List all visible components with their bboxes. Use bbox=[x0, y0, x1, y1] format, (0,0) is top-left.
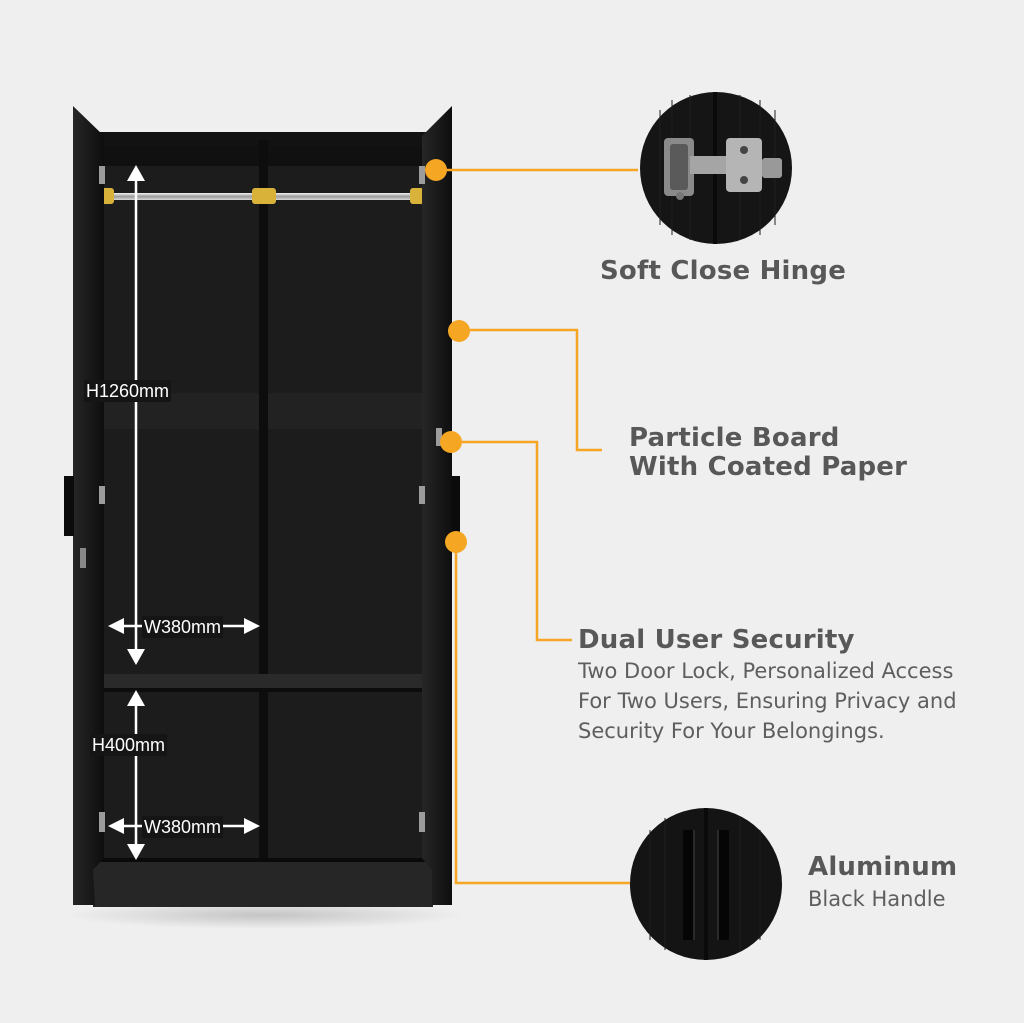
plinth bbox=[93, 860, 433, 907]
feature-security-description-line: For Two Users, Ensuring Privacy and bbox=[578, 689, 957, 713]
rod-bracket bbox=[410, 188, 424, 204]
feature-security-description: Two Door Lock, Personalized Access For T… bbox=[578, 656, 957, 746]
rod-bracket bbox=[252, 188, 276, 204]
right-door bbox=[422, 106, 452, 905]
feature-board-title-line: Particle Board bbox=[629, 423, 840, 453]
hanging-rod-right bbox=[270, 193, 416, 200]
lower-height-label: H400mm bbox=[90, 734, 168, 756]
right-door-lock-body bbox=[452, 476, 460, 536]
upper-width-label: W380mm bbox=[142, 616, 224, 638]
upper-height-label: H1260mm bbox=[84, 380, 172, 402]
callout-dots bbox=[425, 159, 470, 553]
center-divider bbox=[259, 140, 268, 860]
feature-handle-title: Aluminum bbox=[808, 852, 958, 882]
feature-security-title: Dual User Security bbox=[578, 625, 855, 655]
left-door-lock-key bbox=[80, 548, 86, 568]
hanging-rod-left bbox=[108, 193, 258, 200]
floor-shadow bbox=[65, 901, 465, 929]
feature-board-title-line: With Coated Paper bbox=[629, 452, 908, 482]
hinges bbox=[99, 166, 442, 832]
feature-board-title: Particle Board With Coated Paper bbox=[629, 424, 907, 482]
callout-lines bbox=[436, 168, 638, 885]
handle-closeup-icon bbox=[630, 808, 782, 960]
hinge-closeup-icon bbox=[640, 92, 792, 244]
shelf bbox=[104, 674, 422, 688]
lower-width-label: W380mm bbox=[142, 816, 224, 838]
feature-security-description-line: Two Door Lock, Personalized Access bbox=[578, 659, 954, 683]
left-door-lock-body bbox=[64, 476, 74, 536]
feature-handle-subtitle: Black Handle bbox=[808, 887, 946, 911]
feature-hinge-title: Soft Close Hinge bbox=[600, 256, 847, 286]
left-door bbox=[73, 106, 104, 905]
feature-security-description-line: Security For Your Belongings. bbox=[578, 719, 885, 743]
